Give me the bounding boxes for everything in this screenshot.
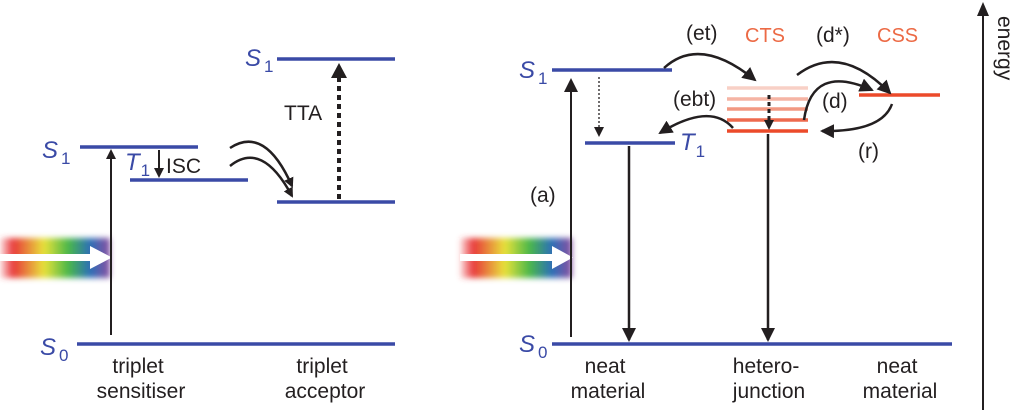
energy-axis: energy (977, 2, 1016, 410)
light-beam-icon (0, 238, 112, 278)
material-label-sensitiser: triplet sensitiser (97, 355, 186, 403)
energy-axis-label: energy (993, 16, 1016, 81)
material-label-acceptor: triplet acceptor (285, 355, 366, 403)
isc-label: ISC (166, 155, 201, 178)
state-label-neat-t1: T1 (680, 129, 705, 161)
material-label-neat-1: neat material (571, 355, 646, 403)
r-arrow (820, 103, 894, 139)
d-star-arrow (796, 60, 892, 95)
ebt-label: (ebt) (673, 88, 716, 111)
ebt-arrow (658, 115, 734, 135)
material-label-heterojunction: hetero- junction (732, 355, 805, 403)
d-arrow (802, 78, 874, 121)
cts-label: CTS (745, 25, 785, 47)
r-label: (r) (858, 140, 879, 163)
et-arrow (663, 52, 757, 82)
d-star-label: (d*) (816, 24, 850, 47)
absorption-label: (a) (530, 184, 556, 207)
material-label-neat-2: neat material (863, 355, 938, 403)
tta-arrowhead-icon (331, 63, 347, 78)
light-beam-icon (460, 238, 573, 278)
tet-arrow-1 (229, 140, 294, 188)
d-label: (d) (822, 90, 848, 113)
et-label: (et) (686, 22, 718, 45)
tta-label: TTA (284, 102, 322, 125)
state-label-sensitiser-t1: T1 (125, 149, 150, 180)
tet-arrow-2 (229, 156, 294, 198)
axis-arrowhead-icon (977, 2, 989, 16)
css-label: CSS (877, 25, 918, 47)
